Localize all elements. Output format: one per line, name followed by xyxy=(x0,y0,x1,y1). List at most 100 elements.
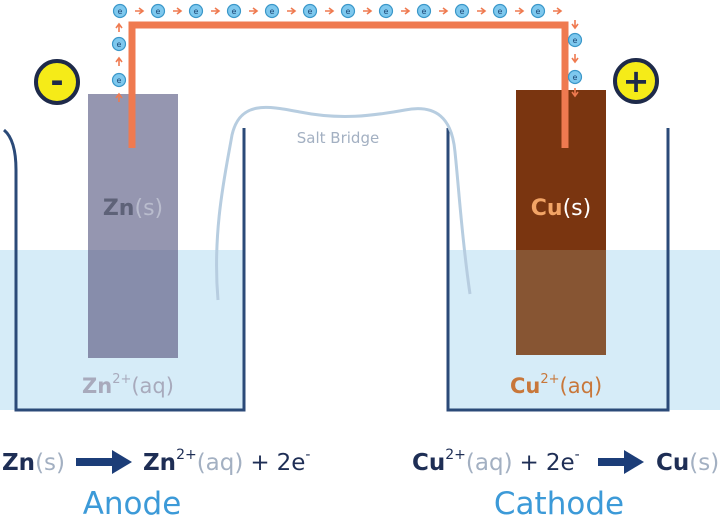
negative-terminal-sign: - xyxy=(34,59,80,105)
copper-ion-symbol: Cu xyxy=(510,374,540,398)
electron-11: e xyxy=(340,3,356,19)
anode-product-symbol: Zn xyxy=(143,450,176,476)
electron-16: e xyxy=(530,3,546,19)
electron-arrow-27 xyxy=(515,7,525,15)
copper-ion-label: Cu2+(aq) xyxy=(510,372,602,398)
svg-text:Cu(s): Cu(s) xyxy=(656,450,719,476)
anode-electrons: 2e xyxy=(277,450,306,476)
electron-8: e xyxy=(226,3,242,19)
copper-electrode xyxy=(516,90,606,355)
cathode-reaction-arrow xyxy=(598,450,644,474)
electron-arrow-17 xyxy=(135,7,145,15)
anode-title: Anode xyxy=(83,486,182,521)
electron-arrow-26 xyxy=(477,7,487,15)
electron-15: e xyxy=(492,3,508,19)
copper-ion-state: (aq) xyxy=(560,374,603,398)
electron-1: e xyxy=(111,36,127,52)
zinc-electrode xyxy=(88,94,178,358)
electron-arrow-21 xyxy=(287,7,297,15)
copper-state: (s) xyxy=(563,196,592,221)
positive-terminal-sign: + xyxy=(613,58,659,104)
cathode-electron-sign: - xyxy=(575,447,580,463)
electron-arrow-2 xyxy=(115,92,123,102)
cathode-electrons: 2e xyxy=(546,450,575,476)
copper-electrode-label: Cu(s) xyxy=(531,196,591,221)
positive-sign-symbol: + xyxy=(623,62,650,100)
zinc-state: (s) xyxy=(134,196,163,221)
svg-text:e: e xyxy=(498,7,503,16)
copper-ion-charge: 2+ xyxy=(540,372,559,387)
cathode-product-state: (s) xyxy=(689,450,719,476)
zinc-ion-charge: 2+ xyxy=(112,372,131,387)
salt-bridge-label: Salt Bridge xyxy=(297,129,379,147)
copper-symbol: Cu xyxy=(531,196,563,221)
anode-reaction-arrow xyxy=(76,450,132,474)
anode-electron-sign: - xyxy=(305,447,310,463)
cathode-half-reaction: Cu2+(aq)+2e- Cu(s) xyxy=(412,447,719,476)
electron-5: e xyxy=(112,3,128,19)
svg-text:e: e xyxy=(536,7,541,16)
cathode-reactant-symbol: Cu xyxy=(412,450,445,476)
svg-text:e: e xyxy=(573,73,578,82)
anode-beaker xyxy=(2,128,246,412)
electron-14: e xyxy=(454,3,470,19)
svg-text:e: e xyxy=(118,7,123,16)
electron-30: e xyxy=(567,69,583,85)
electron-arrow-20 xyxy=(249,7,259,15)
negative-sign-symbol: - xyxy=(50,62,63,100)
electron-arrow-25 xyxy=(439,7,449,15)
svg-text:Zn2+(aq)+2e-: Zn2+(aq)+2e- xyxy=(143,447,310,476)
svg-text:Zn(s): Zn(s) xyxy=(2,450,65,476)
svg-text:Cu2+(aq)+2e-: Cu2+(aq) +2e- xyxy=(412,447,580,476)
electron-9: e xyxy=(264,3,280,19)
svg-text:e: e xyxy=(270,7,275,16)
svg-text:e: e xyxy=(156,7,161,16)
cathode-product-symbol: Cu xyxy=(656,450,689,476)
electron-arrow-24 xyxy=(401,7,411,15)
electron-0: e xyxy=(111,72,127,88)
svg-text:e: e xyxy=(573,36,578,45)
electron-flow: e e e e e e e e e e e e e e e e xyxy=(111,3,583,102)
electron-arrow-3 xyxy=(115,56,123,66)
wire-stub-copper xyxy=(561,88,569,148)
zinc-ion-label: Zn2+(aq) xyxy=(82,372,174,398)
electron-29: e xyxy=(567,32,583,48)
svg-text:e: e xyxy=(384,7,389,16)
electron-7: e xyxy=(188,3,204,19)
wire xyxy=(128,21,569,148)
anode-reactant-symbol: Zn xyxy=(2,450,35,476)
anode-reactant-state: (s) xyxy=(35,450,65,476)
electron-arrow-18 xyxy=(173,7,183,15)
electron-arrow-23 xyxy=(363,7,373,15)
cathode-reactant-state: (aq) xyxy=(466,450,513,476)
svg-text:e: e xyxy=(194,7,199,16)
salt-bridge xyxy=(215,105,472,301)
cathode-title: Cathode xyxy=(494,486,624,521)
anode-plus: + xyxy=(250,450,269,476)
electron-arrow-19 xyxy=(211,7,221,15)
svg-text:e: e xyxy=(117,76,122,85)
svg-text:e: e xyxy=(346,7,351,16)
svg-text:e: e xyxy=(308,7,313,16)
electron-13: e xyxy=(416,3,432,19)
anode-product-state: (aq) xyxy=(197,450,244,476)
electron-arrow-28 xyxy=(553,7,563,15)
electron-6: e xyxy=(150,3,166,19)
electron-10: e xyxy=(302,3,318,19)
svg-text:e: e xyxy=(422,7,427,16)
anode-product-charge: 2+ xyxy=(176,447,197,463)
svg-text:e: e xyxy=(117,40,122,49)
svg-text:e: e xyxy=(232,7,237,16)
cathode-beaker xyxy=(446,128,670,412)
electron-arrow-32 xyxy=(571,54,579,64)
zinc-electrode-label: Zn(s) xyxy=(103,196,163,221)
electron-12: e xyxy=(378,3,394,19)
svg-text:e: e xyxy=(460,7,465,16)
cathode-reactant-charge: 2+ xyxy=(445,447,466,463)
zinc-ion-state: (aq) xyxy=(131,374,174,398)
cathode-plus: + xyxy=(520,450,539,476)
electron-arrow-4 xyxy=(115,22,123,32)
zinc-ion-symbol: Zn xyxy=(82,374,112,398)
